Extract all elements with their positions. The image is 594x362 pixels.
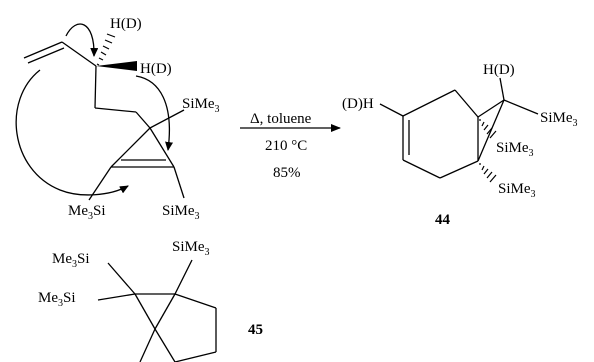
vinyl-double-bond-outer <box>23 41 63 59</box>
c45-ring-3 <box>174 351 217 362</box>
product-dh-label: (D)H <box>342 96 374 112</box>
c45-bottom-bond <box>139 328 156 362</box>
reaction-arrow-group: Δ, toluene 210 °C 85% <box>240 111 341 181</box>
product-h-top-bond <box>499 77 505 101</box>
wedge-bond <box>96 61 137 71</box>
curved-arrow-right <box>135 75 173 151</box>
c45-me3si-top-bond <box>107 262 136 295</box>
product-hashed-bond-b <box>479 163 497 183</box>
condition-3: 85% <box>273 165 301 181</box>
hashed-bond <box>96 33 116 66</box>
cyclopropene-bond-left <box>110 127 151 168</box>
cyclopropane-bond-2 <box>477 99 505 162</box>
product-sime3-c-label: SiMe3 <box>498 181 536 200</box>
product-dh-bond <box>379 103 404 117</box>
product-h-top-label: H(D) <box>483 62 515 78</box>
c45-ring-4 <box>154 328 176 362</box>
compound-label-45: 45 <box>248 322 263 338</box>
compound-45-structure: Me3Si Me3Si SiMe3 45 <box>38 239 263 362</box>
reactant-sime3-upper-text: SiMe3 <box>182 96 220 115</box>
c45-sime3-top-bond <box>174 259 193 295</box>
reactant-me3si-left-label: Me3Si <box>68 203 106 222</box>
product-sime3-a-bond <box>503 99 539 115</box>
product-hashed-bond-a <box>479 119 497 139</box>
product-sime3-a-label: SiMe3 <box>540 110 578 129</box>
product-sime3-b-label: SiMe3 <box>496 140 534 159</box>
condition-1: Δ, toluene <box>250 111 312 127</box>
c45-me3si-mid-label: Me3Si <box>38 290 76 309</box>
curved-arrow-top <box>65 23 99 57</box>
reactant-h-top-label: H(D) <box>110 16 142 32</box>
ring-bond-3 <box>439 160 479 179</box>
curved-arrow-left <box>15 69 129 196</box>
cyclopropene-bond-right <box>149 127 175 168</box>
ring-bond-1 <box>454 89 479 118</box>
vinyl-single-bond <box>61 41 97 67</box>
c45-ring-1 <box>174 293 217 309</box>
ring-bond-6 <box>402 89 456 117</box>
reactant-sime3-upper-label: SiMe3 <box>182 96 220 115</box>
sime3-lower-bond <box>173 166 185 199</box>
cyclopropane-bond-1 <box>477 99 505 118</box>
c45-cp-left <box>134 293 156 330</box>
c45-me3si-mid-bond <box>97 293 136 301</box>
ring-bond-4 <box>402 159 441 179</box>
condition-2: 210 °C <box>265 138 307 154</box>
reactant-structure: H(D) H(D) SiMe3 Me3Si SiMe3 <box>15 16 220 222</box>
c45-cp-right <box>154 293 176 330</box>
c45-sime3-top-label: SiMe3 <box>172 239 210 258</box>
product-44-structure: (D)H H(D) SiMe3 SiMe3 SiMe3 44 <box>342 62 578 228</box>
chain-bond-3 <box>135 111 151 129</box>
sime3-upper-bond <box>149 109 185 129</box>
reactant-h-right-label: H(D) <box>140 61 172 77</box>
c45-me3si-top-label: Me3Si <box>52 251 90 270</box>
reactant-sime3-lower-label: SiMe3 <box>162 203 200 222</box>
vinyl-double-bond-inner <box>27 47 65 64</box>
chain-bond-1 <box>94 65 97 109</box>
compound-label-44: 44 <box>435 212 451 228</box>
chain-bond-2 <box>94 107 137 113</box>
